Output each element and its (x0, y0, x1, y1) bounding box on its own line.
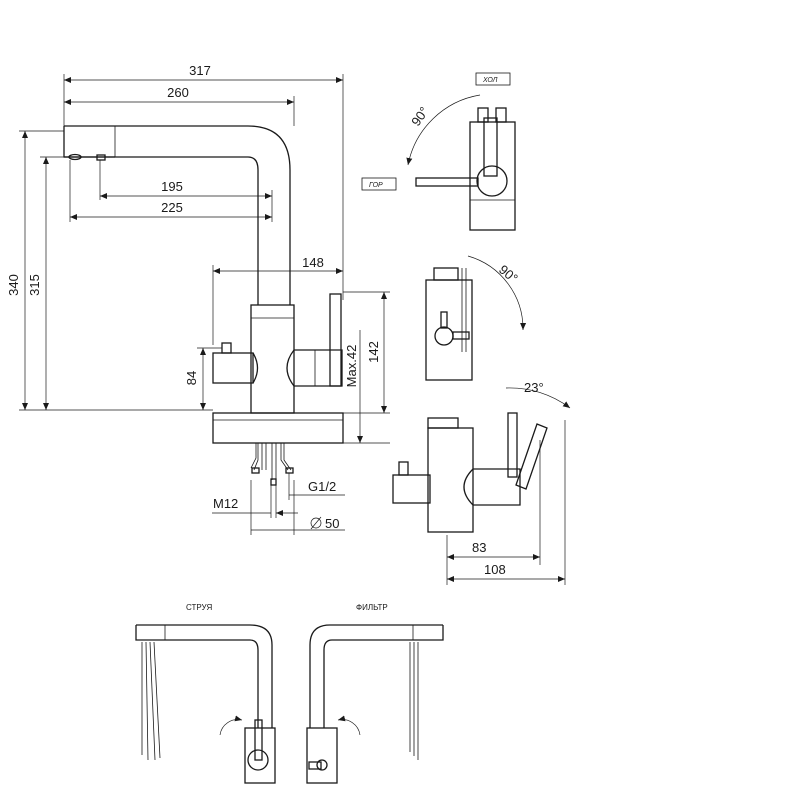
countertop (212, 412, 344, 444)
label-cold: ХОЛ (482, 77, 498, 84)
spout-outline (63, 125, 291, 305)
body (250, 304, 295, 414)
dim-317: 317 (189, 63, 211, 78)
mixer-handle-cartridge (286, 349, 343, 387)
lever-tilt-view: 23° 83 108 (392, 380, 571, 585)
filter-handle-block (212, 352, 254, 384)
dim-50: 50 (325, 516, 339, 531)
diameter-symbol (310, 517, 322, 529)
filter-handle-knob (221, 342, 232, 354)
dim-max42: Max.42 (344, 345, 359, 388)
label-filter: ФИЛЬТР (356, 603, 388, 612)
dim-340: 340 (6, 274, 21, 296)
filter-mode-view: ФИЛЬТР (306, 603, 444, 784)
outlet-filter (96, 154, 106, 161)
filter-rotation-view: 90° (425, 255, 527, 381)
top-view-lever-vertical (483, 117, 498, 177)
filter-view-body (425, 279, 473, 381)
dim-315: 315 (27, 274, 42, 296)
label-hot: ГОР (369, 182, 383, 189)
filter-streams (409, 642, 419, 760)
filter-view-knob (434, 326, 454, 346)
main-side-view: 317 260 195 225 148 340 315 84 Ma (6, 63, 390, 535)
dim-83: 83 (472, 540, 486, 555)
tilt-view-filter-handle (392, 474, 431, 504)
hose-end-right (285, 467, 294, 474)
dim-142: 142 (366, 341, 381, 363)
tilt-view-body (427, 427, 474, 533)
tilt-view-lever (515, 423, 548, 490)
angle-top-right: 90° (408, 104, 432, 129)
hose-end-left (251, 467, 260, 474)
supply-hoses (250, 443, 292, 480)
jet-view-body (244, 727, 276, 784)
dim-g12: G1/2 (308, 479, 336, 494)
dim-260: 260 (167, 85, 189, 100)
top-view-rotation: 90° ХОЛ ГОР (361, 72, 516, 231)
top-view-handle-circle (476, 165, 508, 197)
dim-148: 148 (302, 255, 324, 270)
mixer-lever (329, 293, 342, 387)
dim-108: 108 (484, 562, 506, 577)
filter-view-lower-body (306, 727, 338, 784)
jet-mode-view: СТРУЯ (135, 603, 276, 784)
outlet-jet (68, 153, 82, 161)
top-view-lever-horizontal (415, 177, 479, 187)
filter-handle-neck (252, 352, 259, 384)
angle-lever-tilt: 23° (524, 380, 544, 395)
dim-195: 195 (161, 179, 183, 194)
jet-streams (141, 641, 161, 761)
dim-225: 225 (161, 200, 183, 215)
label-jet: СТРУЯ (186, 603, 212, 612)
dim-m12: M12 (213, 496, 238, 511)
angle-middle-right: 90° (496, 262, 521, 286)
tilt-view-cartridge (463, 468, 521, 506)
top-view-body (469, 121, 516, 231)
threaded-rod (270, 478, 277, 486)
dim-84: 84 (184, 371, 199, 385)
